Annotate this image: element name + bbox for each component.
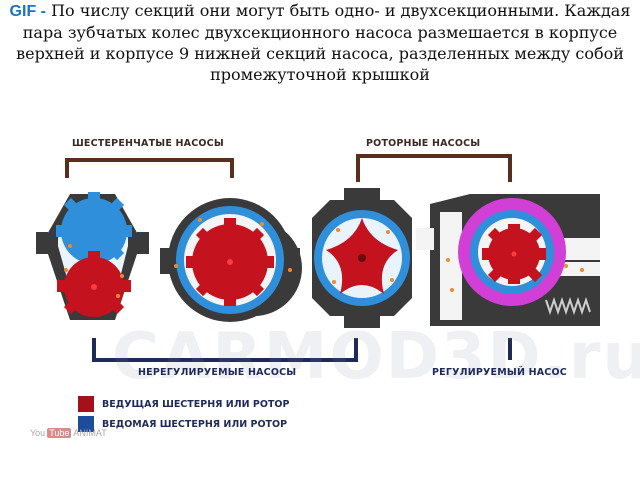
blue-gear bbox=[61, 198, 127, 264]
legend-driving: ВЕДУЩАЯ ШЕСТЕРНЯ ИЛИ РОТОР bbox=[78, 394, 289, 414]
header-caption: GIF - По числу секций они могут быть одн… bbox=[8, 0, 632, 110]
pump-illustration bbox=[36, 154, 600, 362]
label-regulated: РЕГУЛИРУЕМЫЙ НАСОС bbox=[432, 367, 567, 378]
pump-internal-gear bbox=[160, 198, 302, 322]
youtube-suffix: ANIMAT bbox=[73, 428, 107, 438]
bracket-unregulated bbox=[92, 338, 358, 362]
bracket-rotary-pumps bbox=[356, 154, 512, 182]
youtube-prefix: You bbox=[30, 428, 46, 438]
youtube-box: Tube bbox=[47, 428, 72, 438]
bracket-gear-pumps bbox=[65, 158, 234, 178]
gif-label: GIF - bbox=[9, 3, 46, 20]
pump-vane-rotor bbox=[312, 188, 412, 328]
legend-driven: ВЕДОМАЯ ШЕСТЕРНЯ ИЛИ РОТОР bbox=[78, 414, 287, 434]
label-unregulated: НЕРЕГУЛИРУЕМЫЕ НАСОСЫ bbox=[138, 367, 297, 378]
pump-diagram: CARMOD3D.ru ШЕСТЕРЕНЧАТЫЕ НАСОСЫ РОТОРНЫ… bbox=[0, 120, 640, 480]
pump-regulated bbox=[416, 194, 600, 326]
caption-text: По числу секций они могут быть одно- и д… bbox=[16, 1, 631, 84]
watermark: CARMOD3D.ru bbox=[112, 320, 640, 394]
legend-swatch-blue bbox=[78, 416, 94, 432]
legend-label-driven: ВЕДОМАЯ ШЕСТЕРНЯ ИЛИ РОТОР bbox=[102, 418, 288, 430]
label-gear-pumps: ШЕСТЕРЕНЧАТЫЕ НАСОСЫ bbox=[72, 138, 224, 149]
youtube-mark: You Tube ANIMAT bbox=[30, 428, 107, 438]
regulator-spring bbox=[545, 296, 591, 316]
legend-label-driving: ВЕДУЩАЯ ШЕСТЕРНЯ ИЛИ РОТОР bbox=[102, 398, 290, 410]
label-rotary-pumps: РОТОРНЫЕ НАСОСЫ bbox=[366, 138, 481, 149]
legend-swatch-red bbox=[78, 396, 94, 412]
pump-external-gear bbox=[36, 192, 149, 320]
